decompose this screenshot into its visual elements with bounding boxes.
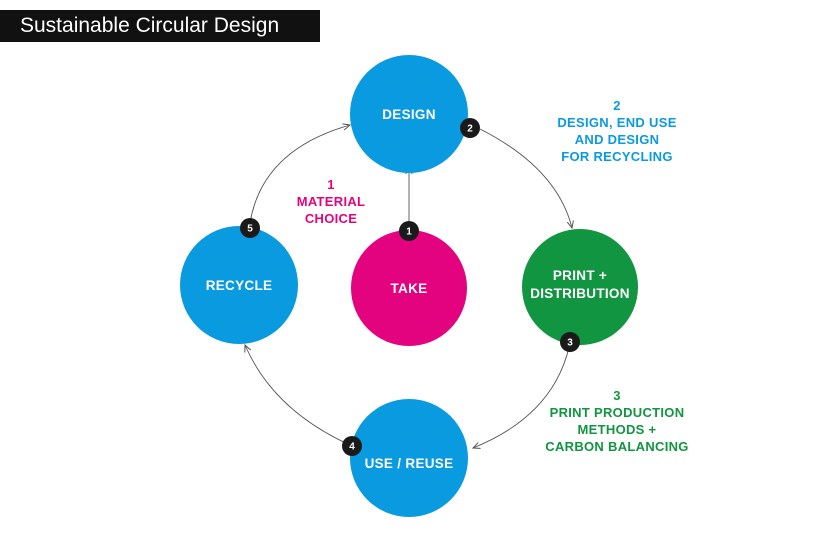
arrow-recycle-to-design [249,125,350,224]
annotation-design-line3: FOR RECYCLING [561,149,673,164]
arrow-use-to-recycle [245,345,351,446]
node-print-distribution: PRINT + DISTRIBUTION [522,229,638,345]
badge-3: 3 [560,332,580,352]
svg-text:5: 5 [247,224,253,235]
annotation-design-end-use: 2 DESIGN, END USE AND DESIGN FOR RECYCLI… [537,97,697,165]
svg-text:4: 4 [349,442,355,453]
node-use-label: USE / REUSE [365,456,454,471]
annotation-print-line3: CARBON BALANCING [545,439,689,454]
node-print-label-line2: DISTRIBUTION [530,286,630,301]
annotation-print-line1: PRINT PRODUCTION [549,405,685,420]
annotation-material-line1: MATERIAL [296,194,366,209]
annotation-print-number: 3 [613,388,621,403]
badge-5: 5 [240,218,260,238]
node-recycle: RECYCLE [180,226,298,344]
annotation-design-line1: DESIGN, END USE [557,115,677,130]
annotation-design-number: 2 [613,98,621,113]
annotation-design-line2: AND DESIGN [574,132,660,147]
badge-4: 4 [342,436,362,456]
node-recycle-label: RECYCLE [206,278,273,293]
arrow-print-to-use [473,342,571,448]
badge-1: 1 [399,221,419,241]
annotation-material-number: 1 [327,177,335,192]
annotation-print-line2: METHODS + [577,422,657,437]
node-design-label: DESIGN [382,107,436,122]
annotation-material-line2: CHOICE [304,211,358,226]
svg-text:2: 2 [467,124,473,135]
node-take: TAKE [351,230,467,346]
arrow-design-to-print [479,128,572,228]
badge-2: 2 [460,118,480,138]
diagram-title: Sustainable Circular Design [0,10,320,42]
node-print-label-line1: PRINT + [553,268,607,283]
node-use-reuse: USE / REUSE [350,399,468,517]
svg-text:3: 3 [567,338,573,349]
svg-text:1: 1 [406,227,412,238]
annotation-print-production: 3 PRINT PRODUCTION METHODS + CARBON BALA… [527,387,707,455]
annotation-material-choice: 1 MATERIAL CHOICE [281,176,381,227]
node-take-label: TAKE [391,281,428,296]
node-design: DESIGN [350,55,468,173]
